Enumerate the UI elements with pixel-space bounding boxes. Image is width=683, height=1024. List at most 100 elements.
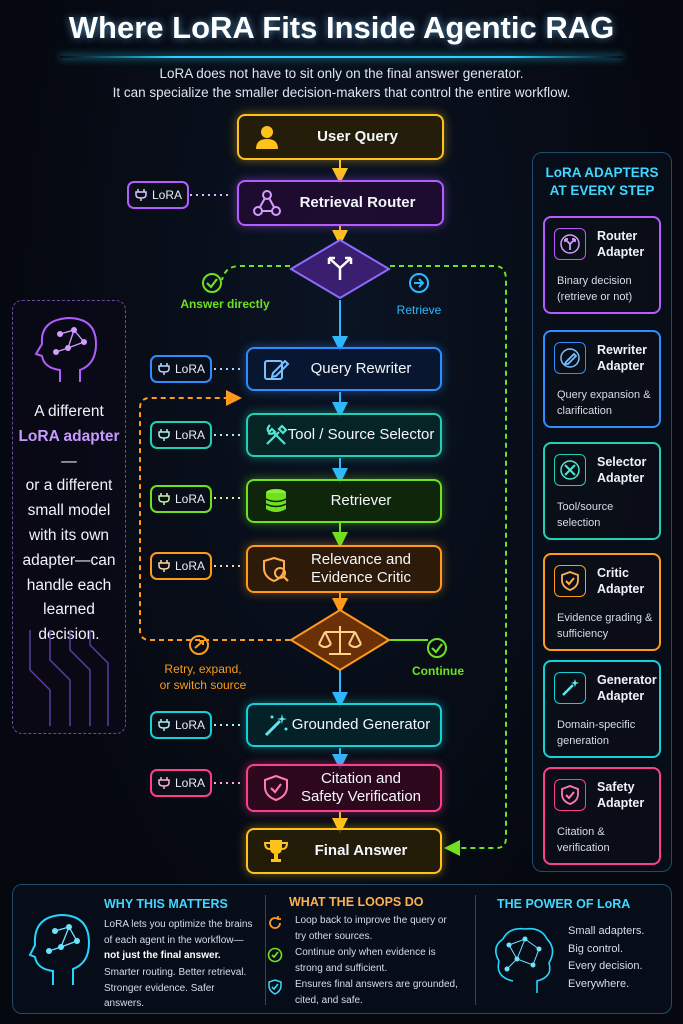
card-description: Evidence grading & sufficiency	[557, 612, 653, 640]
adapters-title-line2: AT EVERY STEP	[549, 183, 655, 199]
card-name-line1: Critic	[597, 566, 629, 580]
lora-tag-label: LoRA	[174, 559, 206, 573]
loop-item-2: Continue only when evidence is strong an…	[295, 947, 436, 974]
pencil-icon	[264, 359, 290, 380]
wand-icon	[264, 714, 288, 737]
arrow-right-circle-icon	[409, 273, 429, 293]
power-title: THE POWER OF LoRA	[497, 897, 631, 911]
adapters-title-line1: LoRA ADAPTERS	[545, 165, 659, 180]
card-name-line2: Adapter	[597, 796, 645, 811]
router-decision-diamond	[289, 238, 391, 300]
card-name-line2: Adapter	[597, 359, 645, 374]
critic-label-line2: Evidence Critic	[310, 569, 412, 586]
lora-tag-label: LoRA	[174, 492, 206, 506]
loop-item-1: Loop back to improve the query or try ot…	[295, 915, 447, 942]
divider	[475, 895, 476, 1005]
card-name-line1: Selector	[597, 455, 647, 469]
why-text: LoRA lets you optimize the brains of eac…	[104, 917, 256, 964]
left-text-highlight: LoRA adapter	[18, 427, 120, 445]
final-answer-node: Final Answer	[246, 828, 442, 874]
plug-icon	[158, 777, 170, 789]
why-text-bold: not just the final answer.	[104, 950, 221, 961]
tools-icon	[266, 424, 288, 445]
query-rewriter-node: Query Rewriter	[246, 347, 442, 391]
refresh-icon	[269, 916, 281, 929]
lora-tag-rewriter: LoRA	[150, 355, 212, 383]
shield-search-icon	[263, 556, 289, 583]
why-text-summary: Smarter routing. Better retrieval. Stron…	[104, 967, 247, 1009]
title-underline	[60, 56, 623, 58]
power-line3: Every decision.	[568, 960, 643, 973]
check-circle-icon	[267, 947, 283, 963]
network-icon	[253, 190, 281, 216]
page-title: Where LoRA Fits Inside Agentic RAG	[68, 10, 615, 45]
divider	[265, 895, 266, 1005]
shield-check-icon	[268, 979, 282, 995]
plug-icon	[135, 189, 147, 201]
brain-head-icon	[34, 316, 98, 382]
neural-brain-icon	[495, 927, 554, 993]
lora-tag-router: LoRA	[127, 181, 189, 209]
left-panel-text: A different LoRA adapter— or a different…	[14, 400, 124, 648]
why-text-line1: LoRA lets you optimize the brains of eac…	[104, 919, 253, 946]
lora-tag-label: LoRA	[151, 188, 183, 202]
lora-tag-safety: LoRA	[150, 769, 212, 797]
router-icon	[554, 228, 586, 260]
tools-icon	[554, 454, 586, 486]
card-name-line2: Adapter	[597, 245, 645, 260]
plug-icon	[158, 363, 170, 375]
pencil-icon	[554, 342, 586, 374]
card-name-line1: Router	[597, 229, 638, 243]
retriever-node: Retriever	[246, 479, 442, 523]
adapters-panel-title: LoRA ADAPTERS AT EVERY STEP	[532, 164, 672, 200]
plug-icon	[158, 429, 170, 441]
user-icon	[256, 126, 278, 149]
loop-item-3: Ensures final answers are grounded, cite…	[295, 979, 458, 1006]
continue-label: Continue	[412, 664, 464, 678]
plug-icon	[158, 560, 170, 572]
left-text-line3: or a different small model with its own …	[22, 477, 116, 644]
card-name-line2: Adapter	[597, 471, 645, 486]
lora-tag-retriever: LoRA	[150, 485, 212, 513]
lora-tag-label: LoRA	[174, 776, 206, 790]
card-name-line1: Rewriter	[597, 343, 648, 357]
shield-check-icon	[554, 565, 586, 597]
citation-label-line2: Safety Verification	[300, 788, 422, 805]
subtitle-line-1: LoRA does not have to sit only on the fi…	[159, 66, 524, 81]
power-text: Small adapters. Big control. Every decis…	[568, 923, 668, 993]
power-line4: Everywhere.	[568, 977, 630, 990]
shield-check-icon	[554, 779, 586, 811]
answer-directly-label: Answer directly	[180, 297, 270, 311]
lora-tag-generator: LoRA	[150, 711, 212, 739]
critic-label-line1: Relevance and	[310, 551, 412, 568]
summary-panel: WHY THIS MATTERS LoRA lets you optimize …	[12, 884, 672, 1014]
trophy-icon	[263, 840, 289, 862]
citation-label-line1: Citation and	[320, 770, 402, 787]
retrieve-label: Retrieve	[396, 303, 442, 317]
lora-tag-selector: LoRA	[150, 421, 212, 449]
subtitle-line-2: It can specialize the smaller decision-m…	[112, 85, 571, 100]
card-name-line2: Adapter	[597, 582, 645, 597]
why-title: WHY THIS MATTERS	[104, 897, 228, 911]
card-name-line1: Generator	[597, 673, 657, 687]
left-text-dash: —	[61, 452, 77, 470]
brain-head-icon	[28, 913, 91, 985]
card-name-line1: Safety	[597, 780, 635, 794]
user-query-label: User Query	[317, 128, 398, 145]
power-line2: Big control.	[568, 942, 624, 955]
retrieval-router-node: Retrieval Router	[237, 180, 444, 226]
lora-tag-label: LoRA	[174, 718, 206, 732]
loops-title: WHAT THE LOOPS DO	[289, 895, 424, 909]
lora-tag-label: LoRA	[174, 428, 206, 442]
database-icon	[265, 489, 287, 512]
tool-selector-label: Tool / Source Selector	[287, 426, 435, 443]
power-line1: Small adapters.	[568, 925, 645, 937]
card-description: Citation & verification	[557, 826, 610, 854]
